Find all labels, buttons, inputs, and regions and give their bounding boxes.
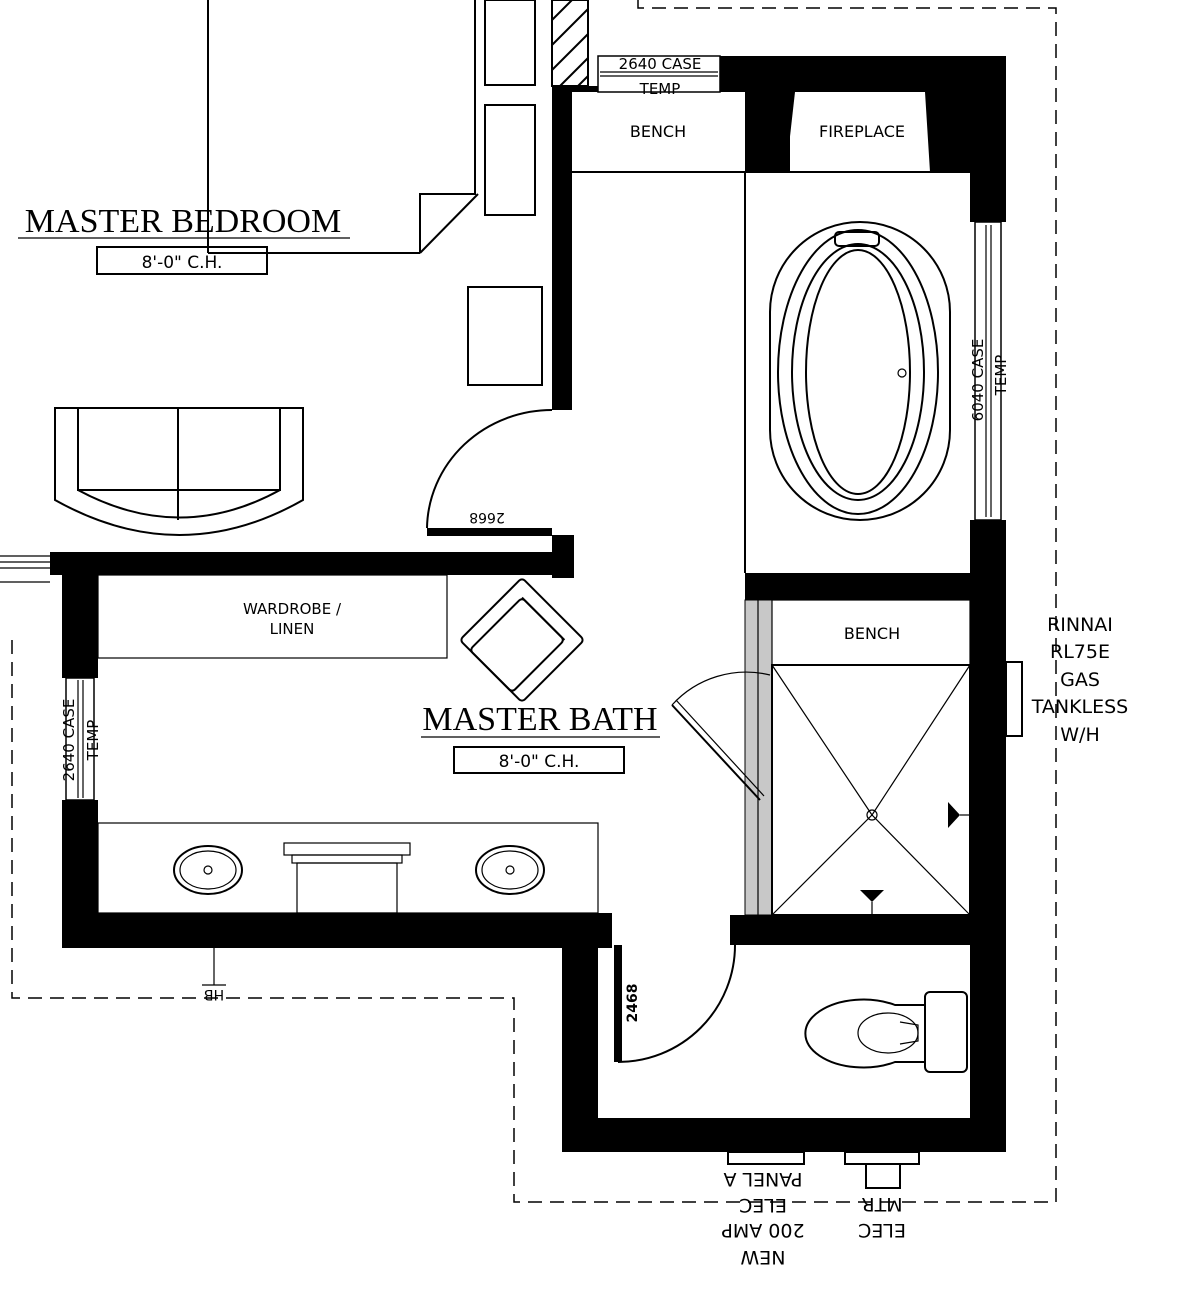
bed-corner <box>419 193 479 254</box>
ceiling-height-bath: 8'-0" C.H. <box>499 752 580 772</box>
exterior-outline <box>11 0 1057 1203</box>
window-label: 2640 CASE <box>619 55 702 73</box>
shower <box>744 599 971 916</box>
sofa <box>54 407 304 536</box>
note-line: ELEC <box>739 1194 787 1216</box>
meter-note: MTR ELEC <box>858 1193 906 1241</box>
note-line: RL75E <box>1050 641 1110 663</box>
note-line: NEW <box>740 1246 785 1268</box>
electric-meter <box>844 1151 920 1189</box>
armchair <box>460 578 584 702</box>
note-line: 200 AMP <box>721 1219 804 1241</box>
note-line: W/H <box>1060 724 1099 746</box>
bedroom-door[interactable]: 2668 <box>426 409 553 529</box>
bench-label: BENCH <box>630 122 686 141</box>
window-label: 6040 CASE <box>969 339 987 422</box>
wardrobe-label: WARDROBE / <box>243 600 342 618</box>
panel-note: PANEL A ELEC 200 AMP NEW <box>721 1168 804 1268</box>
bedroom-cabinet <box>467 286 543 386</box>
top-window: 2640 CASE TEMP <box>597 55 721 98</box>
ceiling-height-bedroom: 8'-0" C.H. <box>142 253 223 273</box>
bathtub <box>769 221 951 521</box>
note-line: PANEL A <box>723 1168 802 1190</box>
hose-bib: HB <box>202 948 226 1002</box>
wardrobe-label: LINEN <box>270 620 315 638</box>
shower-bench-label: BENCH <box>844 624 900 643</box>
wc-door[interactable]: 2468 <box>617 944 736 1063</box>
bed-outline <box>419 0 476 253</box>
right-window: 6040 CASE TEMP <box>969 221 1010 521</box>
wardrobe <box>97 574 448 659</box>
note-line: TANKLESS <box>1031 696 1129 718</box>
nightstand <box>484 0 536 86</box>
bedroom-window <box>0 555 50 583</box>
water-heater <box>1005 661 1023 737</box>
window-label: TEMP <box>84 720 102 762</box>
shower-door[interactable] <box>671 671 771 801</box>
ceiling-box <box>453 746 625 774</box>
window-label: 2640 CASE <box>60 699 78 782</box>
door-label: 2668 <box>469 509 505 525</box>
note-line: RINNAI <box>1047 614 1113 636</box>
toilet <box>804 991 968 1073</box>
door-label: 2468 <box>625 984 641 1023</box>
water-heater-note: RINNAI RL75E GAS TANKLESS W/H <box>1031 614 1129 746</box>
note-line: ELEC <box>858 1219 906 1241</box>
vanity <box>97 822 599 914</box>
left-window: 2640 CASE TEMP <box>60 677 102 801</box>
room-name-bedroom: MASTER BEDROOM <box>25 203 341 240</box>
fireplace-label: FIREPLACE <box>819 122 905 141</box>
window-label: TEMP <box>639 80 681 98</box>
note-line: MTR <box>861 1193 902 1215</box>
room-name-bath: MASTER BATH <box>422 701 657 738</box>
window-label: TEMP <box>992 355 1010 397</box>
hatched-column <box>551 0 589 87</box>
dresser <box>484 104 536 216</box>
ceiling-box <box>96 246 268 275</box>
note-line: GAS <box>1060 669 1100 691</box>
walls <box>50 56 1006 1152</box>
hb-label: HB <box>204 986 224 1002</box>
electrical-panel <box>727 1151 805 1165</box>
